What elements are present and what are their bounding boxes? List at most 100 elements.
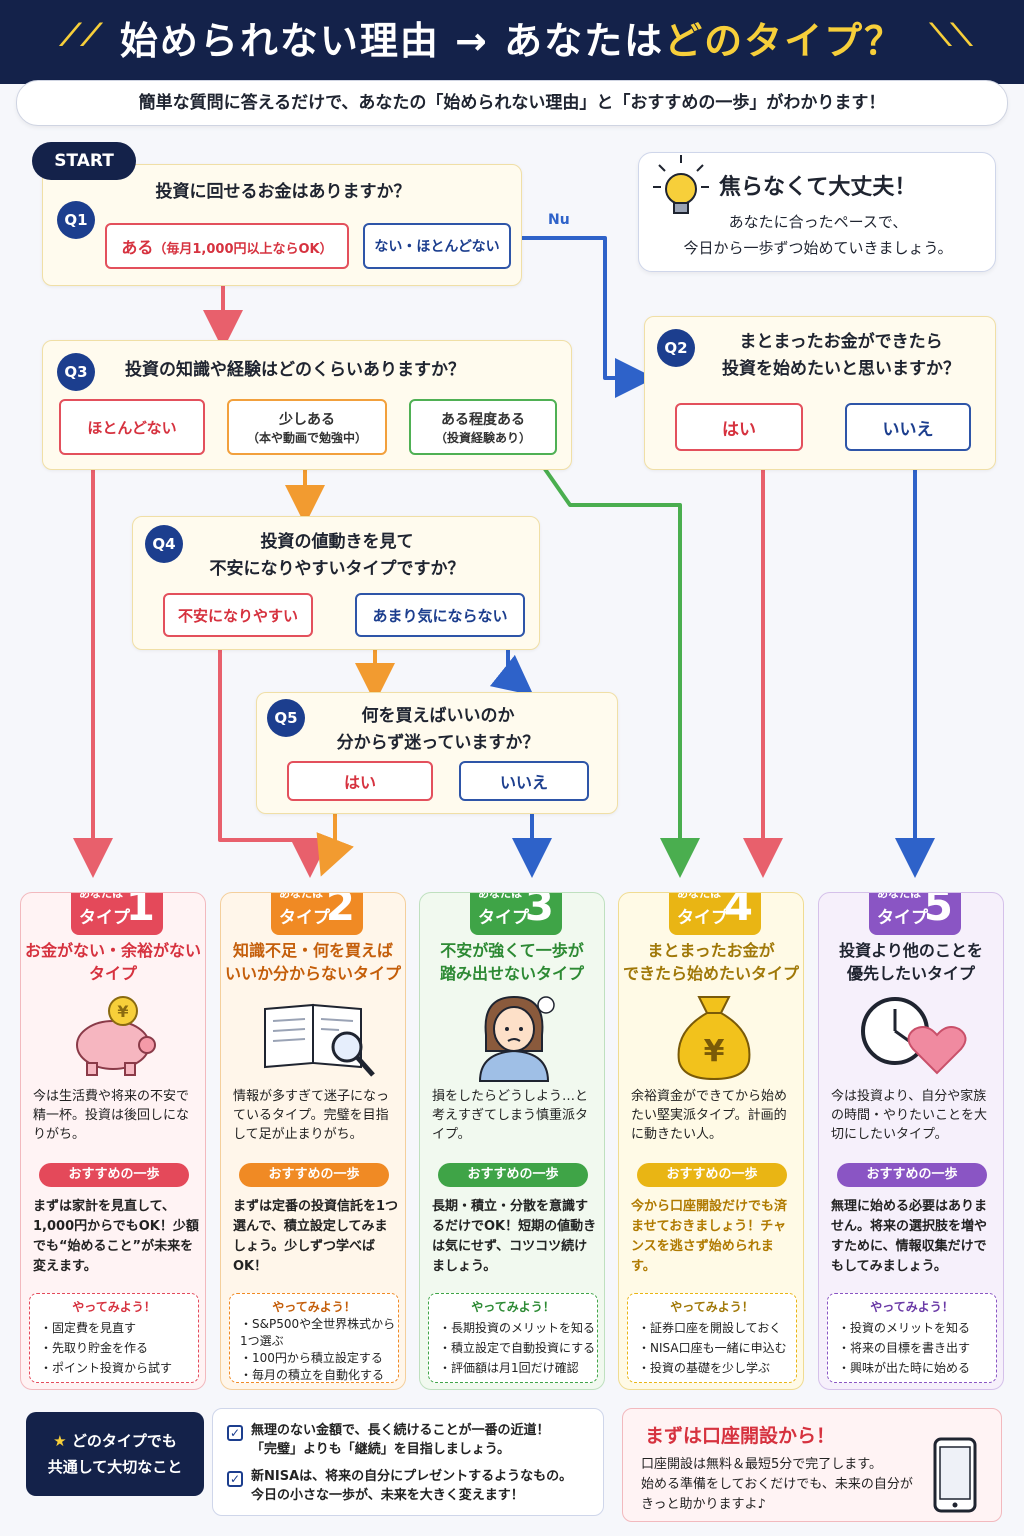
try-item: ・固定費を見直す	[40, 1321, 137, 1335]
q2-text: まとまったお金ができたら投資を始めたいと思いますか？	[722, 332, 960, 379]
question-q2: Q2 まとまったお金ができたら投資を始めたいと思いますか？ はい いいえ	[644, 316, 996, 470]
arrow-q4-q5-no	[489, 638, 534, 696]
arrow-q4-type2	[218, 638, 330, 878]
type-description: 情報が多すぎて迷子になっているタイプ。完璧を目指して足が止まりがち。	[233, 1089, 390, 1142]
account-open-title: まずは口座開設から！	[645, 1425, 836, 1447]
q4-text: 投資の値動きを見て不安になりやすいタイプですか？	[209, 532, 465, 579]
star-icon: ★	[53, 1432, 67, 1450]
question-q1: Q1 投資に回せるお金はありますか？ ある（毎月1,000円以上ならOK） ない…	[42, 164, 522, 286]
page-title: 始められない理由 → あなたはどのタイプ？	[119, 19, 905, 63]
encouragement-box: 焦らなくて大丈夫！ あなたに合ったペースで、今日から一歩ずつ始めていきましょう。	[638, 152, 996, 272]
account-open-text: 口座開設は無料＆最短5分で完了します。始める準備をしておくだけでも、未来の自分が…	[641, 1457, 913, 1512]
try-label: やってみよう！	[670, 1300, 754, 1314]
try-item: ・先取り貯金を作る	[40, 1341, 149, 1355]
start-badge: START	[32, 142, 136, 180]
common-point-1: 無理のない金額で、長く続けることが一番の近道！「完璧」よりも「継続」を目指しまし…	[251, 1423, 550, 1457]
q2-number: Q2	[657, 329, 695, 367]
try-item: ・ポイント投資から試す	[40, 1361, 173, 1375]
try-item: 1つ選ぶ	[240, 1334, 284, 1348]
q3-number: Q3	[57, 353, 95, 391]
try-item: ・100円から積立設定する	[240, 1351, 383, 1365]
question-q3: Q3 投資の知識や経験はどのくらいありますか？ ほとんどない 少しある（本や動画…	[42, 340, 572, 470]
try-box: やってみよう！ ・長期投資のメリットを知る・積立設定で自動投資にする・評価額は月…	[428, 1293, 598, 1383]
type-title: まとまったお金ができたら始めたいタイプ	[622, 941, 799, 983]
recommend-label: おすすめの一歩	[239, 1163, 389, 1187]
q4-number: Q4	[145, 525, 183, 563]
money-bag-icon: ¥	[677, 996, 751, 1081]
common-points-label: ★ どのタイプでも 共通して大切なこと	[26, 1412, 204, 1496]
common-point-2: 新NISAは、将来の自分にプレゼントするようなもの。今日の小さな一歩が、未来を大…	[251, 1469, 573, 1503]
q5-option-yes[interactable]: はい	[287, 761, 433, 801]
smartphone-icon	[933, 1437, 977, 1513]
q1-no-label: Nu	[548, 212, 570, 228]
type-title: 知識不足・何を買えばいいか分からないタイプ	[224, 941, 401, 983]
recommend-text: 無理に始める必要はありません。将来の選択肢を増やすために、情報収集だけでもしてみ…	[831, 1199, 988, 1274]
q3-option-some[interactable]: 少しある（本や動画で勉強中）	[227, 399, 387, 455]
recommend-text: まずは家計を見直して、1,000円からでもOK！少額でも“始めること”が未来を変…	[33, 1199, 199, 1274]
try-box: やってみよう！ ・固定費を見直す・先取り貯金を作る・ポイント投資から試す	[29, 1293, 199, 1383]
try-box: やってみよう！ ・S&P500や全世界株式から 1つ選ぶ・100円から積立設定す…	[229, 1293, 399, 1383]
checkbox-icon: ✓	[227, 1471, 243, 1487]
try-box: やってみよう！ ・投資のメリットを知る・将来の目標を書き出す・興味が出た時に始め…	[827, 1293, 997, 1383]
try-item: ・積立設定で自動投資にする	[439, 1341, 596, 1355]
tip-title: 焦らなくて大丈夫！	[719, 175, 917, 200]
recommend-text: 長期・積立・分散を意識するだけでOK！短期の値動きは気にせず、コツコツ続けましょ…	[432, 1199, 597, 1274]
sparkle-icon: ⟍⟍	[930, 18, 972, 53]
q2-option-no[interactable]: いいえ	[845, 403, 971, 451]
svg-text:¥: ¥	[117, 1002, 128, 1021]
recommend-label: おすすめの一歩	[438, 1163, 588, 1187]
question-q5: Q5 何を買えばいいのか分からず迷っていますか？ はい いいえ	[256, 692, 618, 814]
q3-option-experienced[interactable]: ある程度ある（投資経験あり）	[409, 399, 557, 455]
type-description: 余裕資金ができてから始めたい堅実派タイプ。計画的に動きたい人。	[631, 1089, 788, 1142]
try-label: やってみよう！	[72, 1300, 156, 1314]
try-item: ・証券口座を開設しておく	[638, 1321, 782, 1335]
q2-option-yes[interactable]: はい	[675, 403, 803, 451]
try-item: ・興味が出た時に始める	[838, 1361, 971, 1375]
q5-text: 何を買えばいいのか分からず迷っていますか？	[336, 706, 540, 753]
q1-option-no[interactable]: ない・ほとんどない	[363, 223, 511, 269]
svg-text:¥: ¥	[704, 1034, 725, 1069]
try-item: ・長期投資のメリットを知る	[439, 1321, 596, 1335]
q5-option-no[interactable]: いいえ	[459, 761, 589, 801]
try-label: やってみよう！	[870, 1300, 954, 1314]
recommend-text: 今から口座開設だけでも済ませておきましょう！チャンスを逃さず始められます。	[631, 1199, 788, 1274]
tip-text: あなたに合ったペースで、今日から一歩ずつ始めていきましょう。	[683, 213, 953, 257]
subtitle-bar: 簡単な質問に答えるだけで、あなたの「始められない理由」と「おすすめの一歩」がわか…	[16, 80, 1008, 126]
q1-text: 投資に回せるお金はありますか？	[155, 182, 411, 202]
try-item: ・投資のメリットを知る	[838, 1321, 971, 1335]
piggy-bank-icon: ¥	[76, 996, 156, 1076]
recommend-label: おすすめの一歩	[837, 1163, 987, 1187]
arrow-q1-q2	[508, 236, 655, 398]
q3-text: 投資の知識や経験はどのくらいありますか？	[125, 360, 465, 380]
try-box: やってみよう！ ・証券口座を開設しておく・NISA口座も一緒に申込む・投資の基礎…	[627, 1293, 797, 1383]
type-description: 今は生活費や将来の不安で精一杯。投資は後回しになりがち。	[33, 1089, 190, 1142]
try-label: やってみよう！	[471, 1300, 555, 1314]
arrow-q5-type2	[316, 804, 354, 877]
recommend-label: おすすめの一歩	[39, 1163, 189, 1187]
q4-option-anxious[interactable]: 不安になりやすい	[163, 593, 313, 637]
subtitle: 簡単な質問に答えるだけで、あなたの「始められない理由」と「おすすめの一歩」がわか…	[138, 93, 886, 113]
q5-number: Q5	[267, 699, 305, 737]
common-points-box: ✓ 無理のない金額で、長く続けることが一番の近道！「完璧」よりも「継続」を目指し…	[212, 1408, 604, 1516]
checkbox-icon: ✓	[227, 1425, 243, 1441]
header-bar	[0, 0, 1024, 84]
arrow-q3-type4	[538, 460, 700, 878]
type-description: 今は投資より、自分や家族の時間・やりたいことを大切にしたいタイプ。	[831, 1089, 988, 1142]
clock-heart-icon	[861, 997, 967, 1075]
try-item: ・毎月の積立を自動化する	[240, 1368, 385, 1382]
lightbulb-icon	[653, 155, 709, 214]
type-title: 不安が強くて一歩が踏み出せないタイプ	[439, 941, 584, 983]
q3-option-none[interactable]: ほとんどない	[59, 399, 205, 455]
recommend-label: おすすめの一歩	[637, 1163, 787, 1187]
try-item: ・将来の目標を書き出す	[838, 1341, 971, 1355]
q4-option-not-anxious[interactable]: あまり気にならない	[355, 593, 525, 637]
question-q4: Q4 投資の値動きを見て不安になりやすいタイプですか？ 不安になりやすい あまり…	[132, 516, 540, 650]
q1-option-yes[interactable]: ある（毎月1,000円以上ならOK）	[105, 223, 349, 269]
worried-person-icon	[478, 995, 555, 1082]
